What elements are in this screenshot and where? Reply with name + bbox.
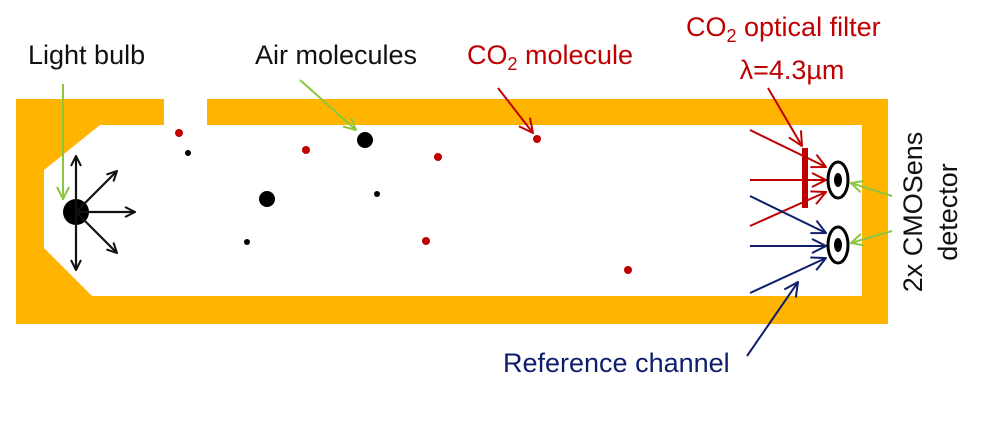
co2-ray	[749, 192, 826, 227]
co2-filter-pointer	[767, 87, 802, 146]
detector-eye-icon	[826, 160, 850, 200]
air-molecule	[374, 191, 380, 197]
co2-molecule-dot	[175, 129, 183, 137]
detector-eye-icon	[826, 225, 850, 265]
air-molecules	[185, 132, 380, 245]
reference-channel-label: Reference channel	[503, 348, 730, 378]
detector-pointer-bottom	[851, 230, 893, 243]
co2-molecule-dot	[434, 153, 442, 161]
emission-arrow-up-right	[75, 171, 117, 213]
co2-filter-label: CO2 optical filter	[686, 12, 881, 46]
reference-channel-pointer	[746, 282, 798, 357]
detector-pointer-top	[851, 183, 893, 197]
air-molecules-label: Air molecules	[255, 40, 417, 70]
detector-label-line1: 2x CMOSens	[898, 132, 928, 293]
co2-filter-wavelength: λ=4.3µm	[740, 55, 845, 85]
sensor-housing	[16, 99, 888, 324]
emission-arrow-down-right	[75, 211, 117, 253]
reference-ray	[749, 258, 826, 294]
labels: Light bulb Air molecules CO2 molecule CO…	[28, 12, 963, 378]
detectors	[826, 160, 850, 265]
housing-body	[16, 99, 888, 324]
co2-molecule-dot	[422, 237, 430, 245]
pointer-arrows	[63, 79, 893, 357]
co2-molecule-dot	[624, 266, 632, 274]
co2-molecule-dot	[533, 135, 541, 143]
air-molecules-pointer	[299, 79, 356, 130]
reference-ray	[749, 195, 826, 233]
air-molecule	[185, 150, 191, 156]
detector-label-line2: detector	[933, 163, 963, 261]
co2-ray	[749, 129, 826, 167]
co2-channel-rays	[749, 129, 826, 227]
co2-molecule-label: CO2 molecule	[467, 40, 633, 74]
air-molecule	[357, 132, 373, 148]
co2-molecule-dot	[302, 146, 310, 154]
air-molecule	[244, 239, 250, 245]
co2-molecule-pointer	[497, 87, 533, 133]
reference-channel-rays	[749, 195, 826, 294]
light-bulb-label: Light bulb	[28, 40, 145, 70]
air-molecule	[259, 191, 275, 207]
co2-molecules	[175, 129, 632, 274]
light-bulb-icon	[63, 156, 135, 270]
